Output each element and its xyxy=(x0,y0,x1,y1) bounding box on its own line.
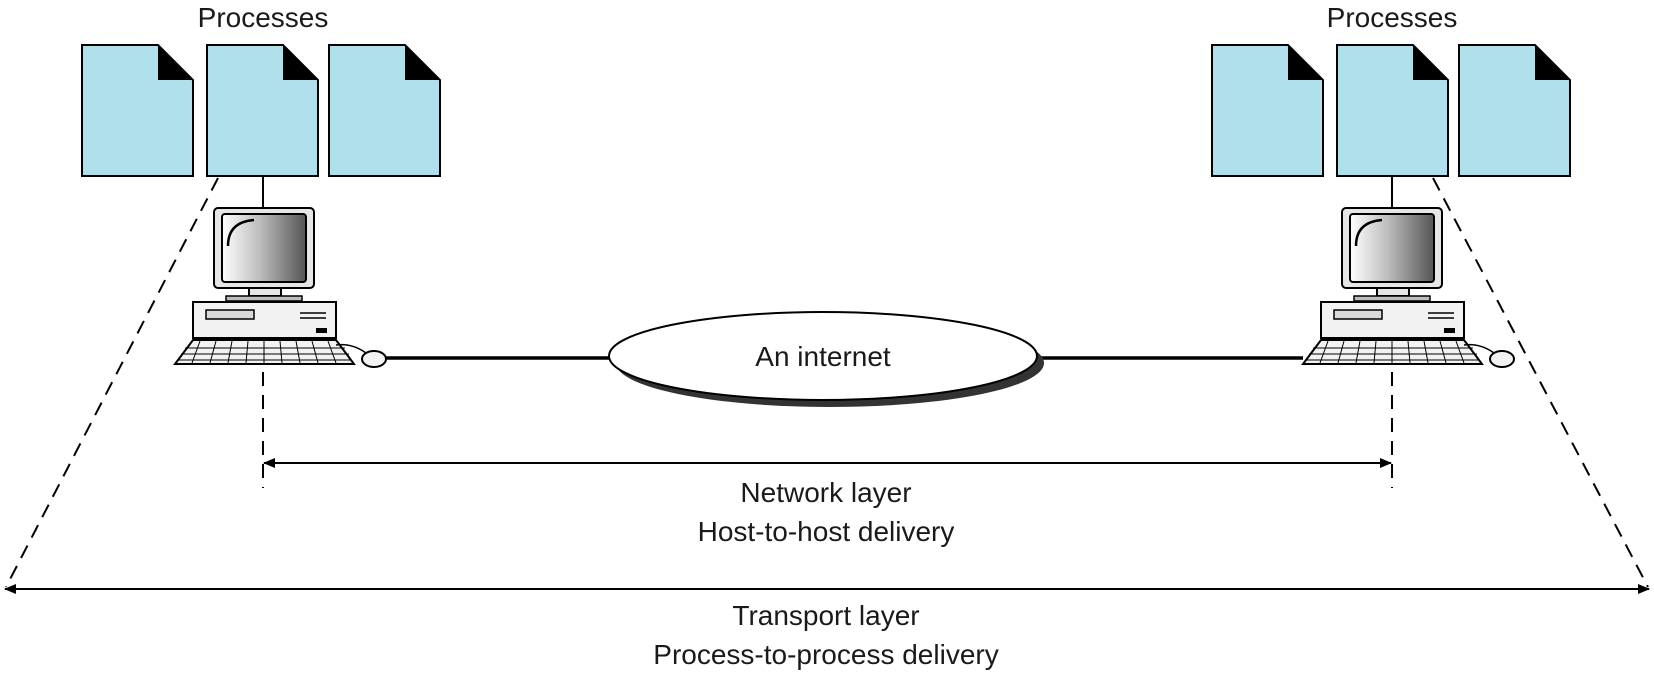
process-to-process-label: Process-to-process delivery xyxy=(653,639,998,670)
left-process-2 xyxy=(206,44,319,177)
left-computer-icon xyxy=(173,207,387,368)
right-host: Processes xyxy=(1211,2,1571,368)
internet-label: An internet xyxy=(755,341,891,372)
left-process-1 xyxy=(81,44,194,177)
right-process-2 xyxy=(1336,44,1449,177)
internet-cloud-icon: An internet xyxy=(608,311,1044,407)
right-transport-dashed-marker xyxy=(1432,177,1649,588)
right-process-3 xyxy=(1458,44,1571,177)
left-processes-label: Processes xyxy=(198,2,329,33)
network-layer-label: Network layer xyxy=(740,477,911,508)
transport-layer-label: Transport layer xyxy=(732,600,919,631)
left-host: Processes xyxy=(81,2,441,368)
left-process-3 xyxy=(328,44,441,177)
left-transport-dashed-marker xyxy=(5,177,219,588)
right-processes-label: Processes xyxy=(1327,2,1458,33)
host-to-host-label: Host-to-host delivery xyxy=(698,516,955,547)
right-computer-icon xyxy=(1301,207,1515,368)
right-process-1 xyxy=(1211,44,1324,177)
